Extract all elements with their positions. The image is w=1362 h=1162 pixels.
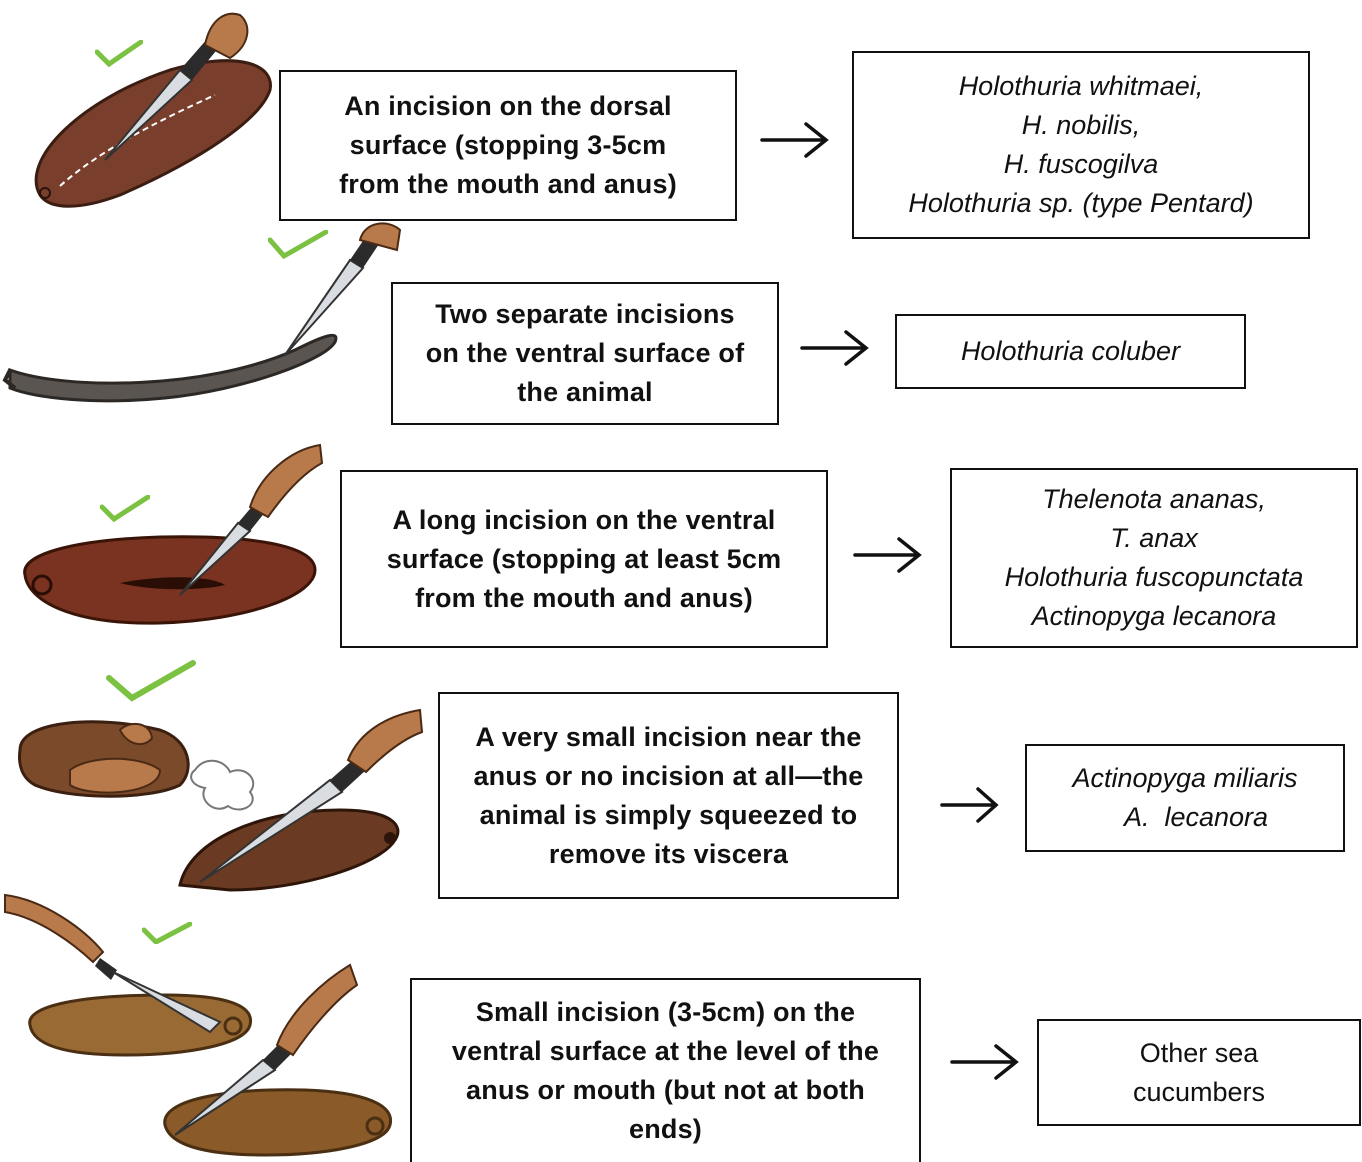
method-line: anus or mouth (but not at both: [452, 1071, 879, 1110]
species-name: Holothuria whitmaei,: [908, 67, 1253, 106]
small-incision-illustration: [5, 890, 405, 1160]
species-box-small-incision: Other sea cucumbers: [1037, 1019, 1361, 1126]
method-line: A long incision on the ventral: [387, 501, 782, 540]
checkmark-icon: [100, 495, 150, 523]
arrow-right-icon: [760, 120, 830, 160]
species-name: Actinopyga miliaris: [1072, 759, 1297, 798]
method-box-squeeze: A very small incision near the anus or n…: [438, 692, 899, 899]
arrow-right-icon: [950, 1042, 1020, 1082]
arrow-right-icon: [940, 785, 1000, 825]
species-name: H. fuscogilva: [908, 145, 1253, 184]
method-line: A very small incision near the: [473, 718, 863, 757]
species-name: Holothuria coluber: [961, 332, 1180, 371]
method-box-dorsal: An incision on the dorsal surface (stopp…: [279, 70, 737, 221]
method-box-two-ventral: Two separate incisions on the ventral su…: [391, 282, 779, 425]
method-line: anus or no incision at all—the: [473, 757, 863, 796]
method-line: ventral surface at the level of the: [452, 1032, 879, 1071]
method-line: from the mouth and anus): [387, 579, 782, 618]
method-box-small-incision: Small incision (3-5cm) on the ventral su…: [410, 978, 921, 1162]
species-name: A. lecanora: [1072, 798, 1297, 837]
species-name: T. anax: [1005, 519, 1304, 558]
species-box-dorsal: Holothuria whitmaei, H. nobilis, H. fusc…: [852, 51, 1310, 239]
method-line: surface (stopping 3-5cm: [339, 126, 677, 165]
method-line: An incision on the dorsal: [339, 87, 677, 126]
method-line: remove its viscera: [473, 835, 863, 874]
method-line: Small incision (3-5cm) on the: [452, 993, 879, 1032]
species-name: cucumbers: [1133, 1073, 1265, 1112]
species-name: H. nobilis,: [908, 106, 1253, 145]
method-line: Two separate incisions: [426, 295, 745, 334]
species-name: Actinopyga lecanora: [1005, 597, 1304, 636]
species-box-squeeze: Actinopyga miliaris A. lecanora: [1025, 744, 1345, 852]
checkmark-icon: [268, 230, 328, 260]
arrow-right-icon: [853, 535, 923, 575]
checkmark-icon: [106, 660, 196, 702]
checkmark-icon: [95, 40, 143, 68]
two-ventral-incisions-illustration: [5, 220, 405, 405]
method-line: animal is simply squeezed to: [473, 796, 863, 835]
species-name: Holothuria fuscopunctata: [1005, 558, 1304, 597]
method-line: ends): [452, 1110, 879, 1149]
species-box-long-ventral: Thelenota ananas, T. anax Holothuria fus…: [950, 468, 1358, 648]
species-box-two-ventral: Holothuria coluber: [895, 314, 1246, 389]
dorsal-incision-illustration: [20, 10, 280, 215]
species-name: Other sea: [1133, 1034, 1265, 1073]
method-box-long-ventral: A long incision on the ventral surface (…: [340, 470, 828, 648]
method-line: the animal: [426, 373, 745, 412]
method-line: from the mouth and anus): [339, 165, 677, 204]
species-name: Thelenota ananas,: [1005, 480, 1304, 519]
long-ventral-incision-illustration: [10, 445, 330, 635]
squeeze-illustration: [10, 660, 430, 890]
checkmark-icon: [142, 922, 192, 944]
arrow-right-icon: [800, 328, 870, 368]
method-line: on the ventral surface of: [426, 334, 745, 373]
method-line: surface (stopping at least 5cm: [387, 540, 782, 579]
species-name: Holothuria sp. (type Pentard): [908, 184, 1253, 223]
